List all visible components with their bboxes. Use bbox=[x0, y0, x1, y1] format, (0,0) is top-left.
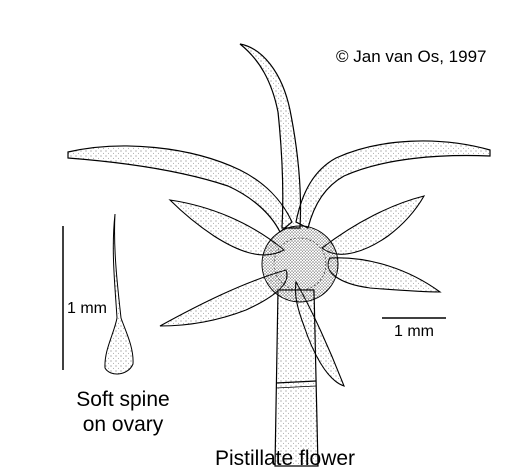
style-arms-drawing bbox=[67, 43, 491, 233]
soft-spine-drawing bbox=[104, 213, 134, 375]
inset-caption: Soft spine on ovary bbox=[58, 387, 188, 437]
tepals-drawing bbox=[159, 195, 442, 387]
scale-label-left: 1 mm bbox=[67, 300, 107, 317]
main-caption: Pistillate flower bbox=[215, 447, 356, 470]
ovary-drawing bbox=[261, 225, 339, 303]
inset-caption-line1: Soft spine bbox=[76, 388, 170, 411]
scale-label-right: 1 mm bbox=[394, 323, 434, 340]
inset-caption-line2: on ovary bbox=[82, 413, 164, 437]
copyright-text: © Jan van Os, 1997 bbox=[336, 47, 487, 66]
